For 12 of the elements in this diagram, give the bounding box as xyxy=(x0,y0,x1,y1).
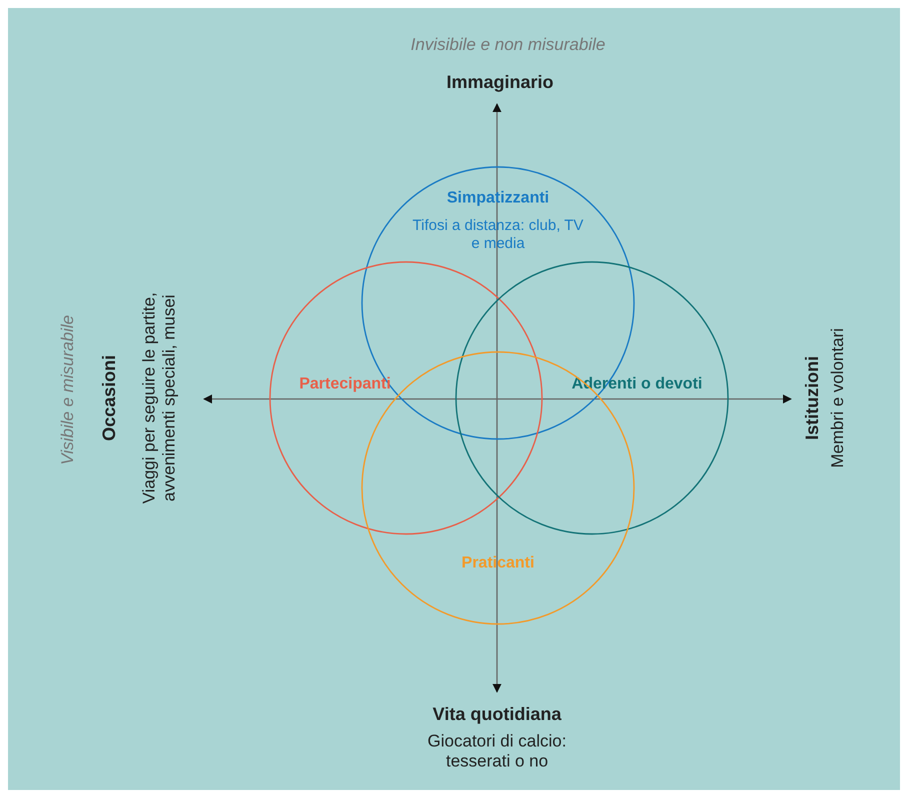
axis-heading: Istituzioni xyxy=(802,355,824,442)
axis-description: Membri e volontari xyxy=(828,327,848,470)
axis-heading: Occasioni xyxy=(99,354,120,444)
axis-note: Visibile e misurabile xyxy=(58,314,78,467)
venn-circle xyxy=(456,262,728,534)
axis-description: Giocatori di calcio: tesserati o no xyxy=(426,732,568,772)
venn-circle xyxy=(270,262,542,534)
axis-note: Invisibile e non misurabile xyxy=(410,34,606,56)
circle-label: Partecipanti xyxy=(298,374,392,394)
axis-heading: Immaginario xyxy=(445,72,555,94)
axis-description: Viaggi per seguire le partite, avvenimenti speciali, musei xyxy=(140,291,180,506)
axis-heading: Vita quotidiana xyxy=(432,704,562,726)
